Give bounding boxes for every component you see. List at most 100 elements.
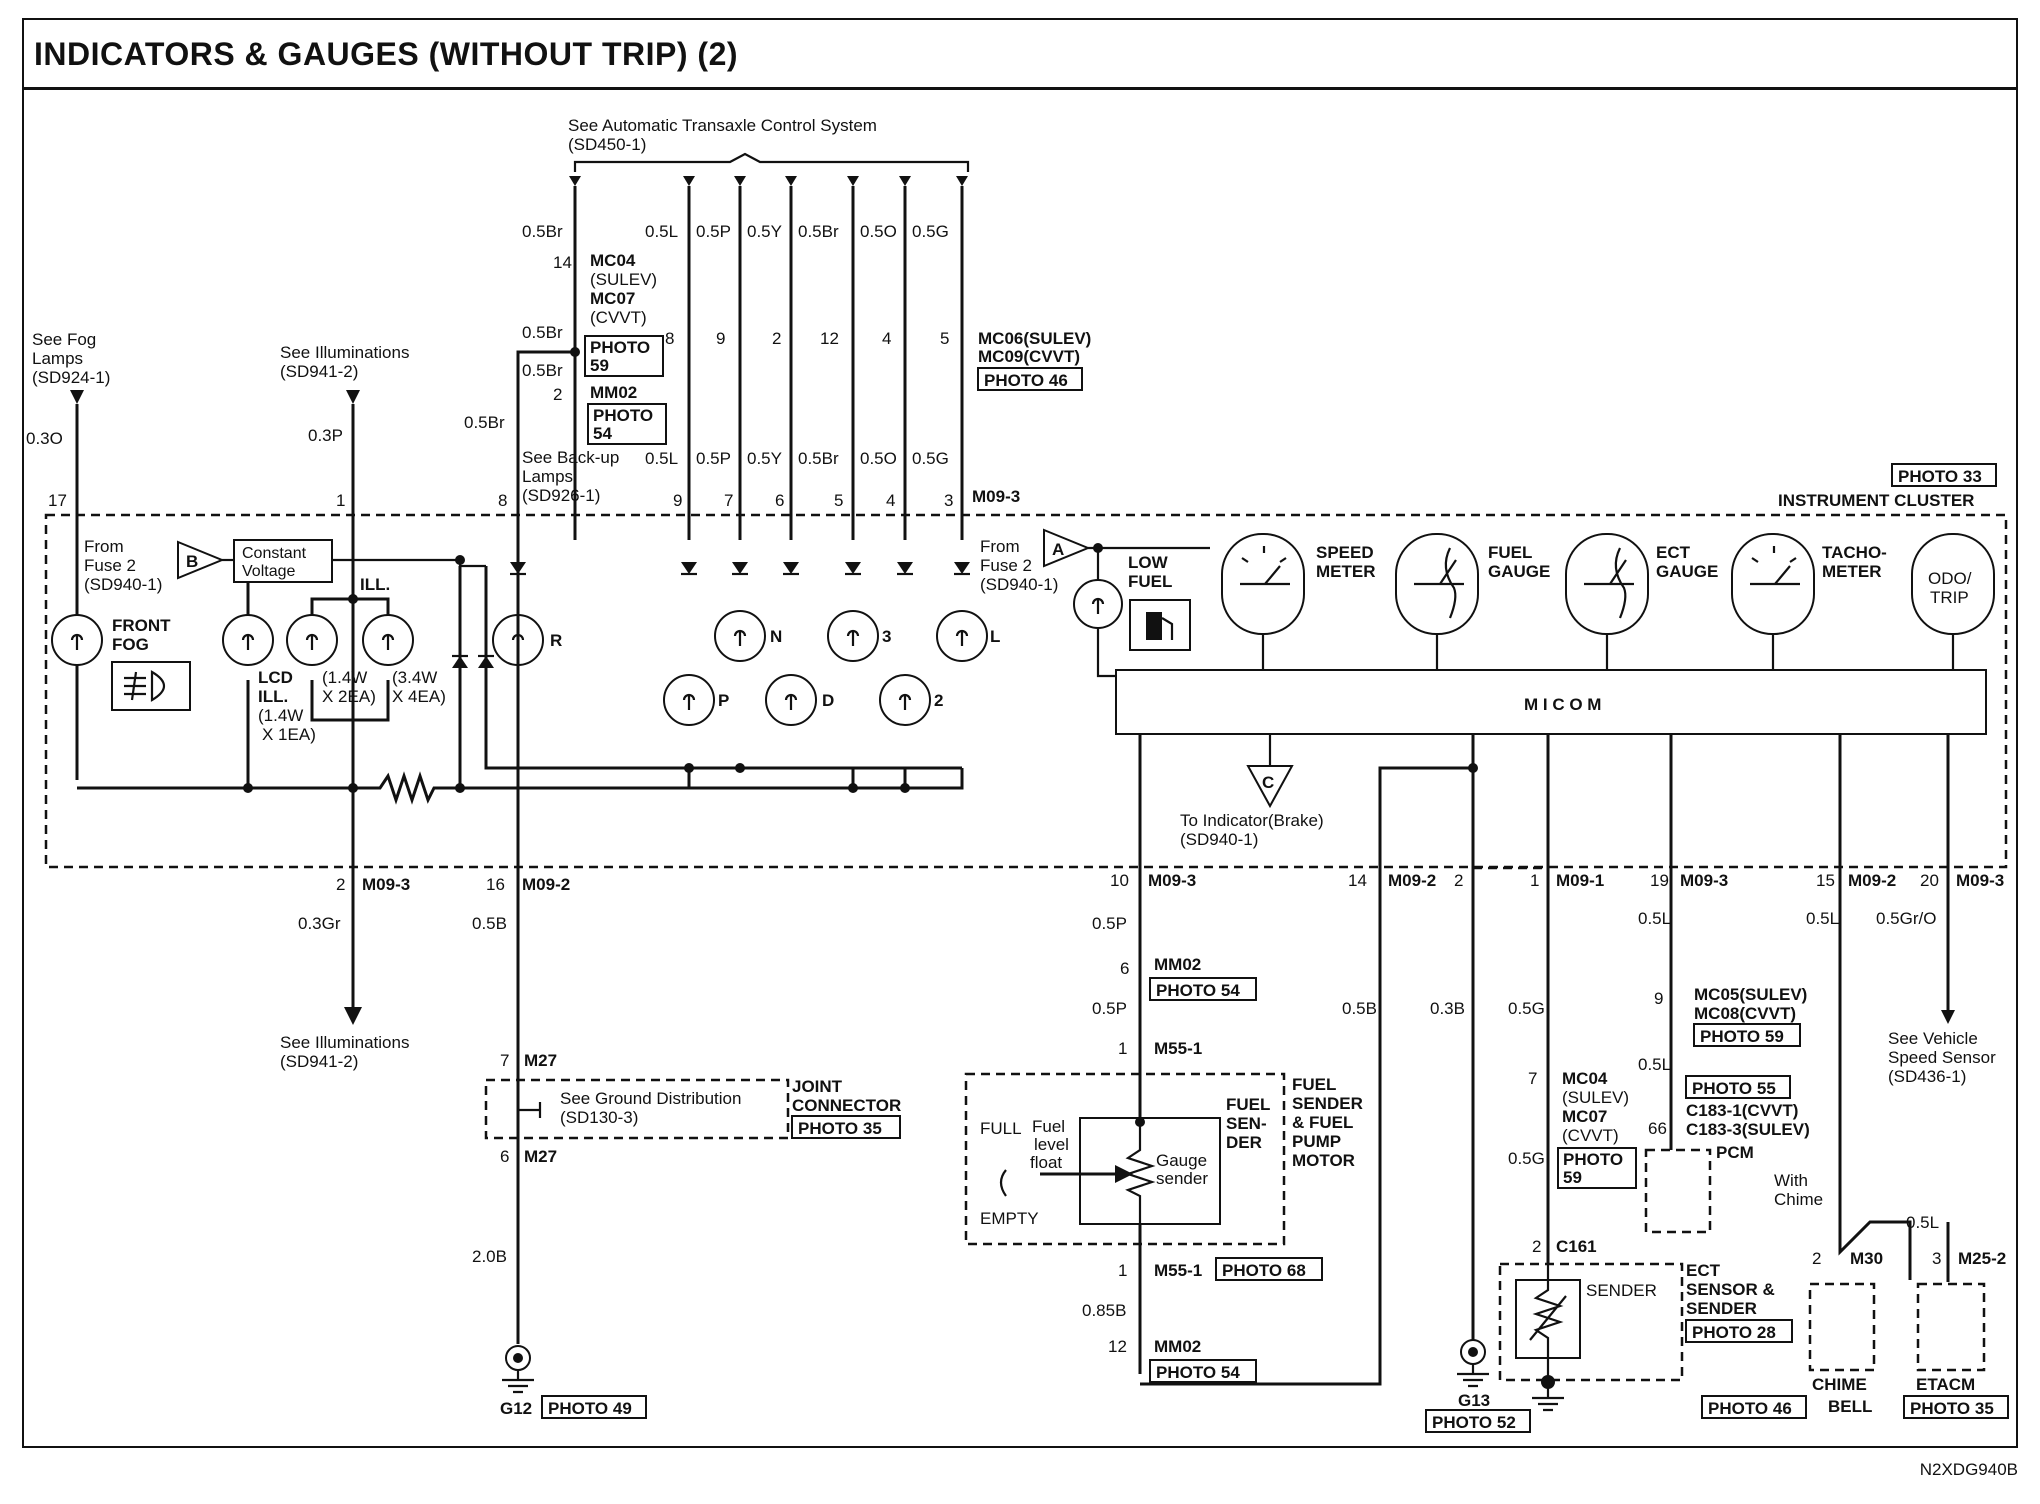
w34-l2: X 4EA) <box>392 687 446 706</box>
fuse-b-l1: From <box>84 537 124 556</box>
drawing-code: N2XDG940B <box>1919 1460 2018 1479</box>
illum-ref-l2: (SD941-2) <box>280 362 358 381</box>
pin-2b: 2 <box>772 329 781 348</box>
mm02a: MM02 <box>1154 955 1201 974</box>
ill-wiring <box>310 597 390 788</box>
atm-bracket <box>573 152 970 172</box>
ect-l2: SENSOR & <box>1686 1280 1775 1299</box>
photo28-box <box>1685 1319 1793 1343</box>
photo54a-box <box>1149 977 1257 1001</box>
resistor <box>77 771 518 805</box>
c161: C161 <box>1556 1237 1597 1256</box>
lamp-n-label: N <box>770 627 782 646</box>
cpin-8: 8 <box>498 491 507 510</box>
lamp-r-label: R <box>550 631 562 650</box>
photo35: PHOTO 35 <box>798 1119 882 1138</box>
wire-br3: 0.5Br <box>522 361 563 380</box>
photo59b: PHOTO 59 <box>1700 1027 1784 1046</box>
photo46b-box <box>1701 1395 1807 1419</box>
selector-wires <box>687 186 964 540</box>
lcd-ill-l3: (1.4W <box>258 706 303 725</box>
b-sulev: (SULEV) <box>1562 1088 1629 1107</box>
bpin-2c: 2 <box>1454 871 1463 890</box>
mc08: MC08(CVVT) <box>1694 1004 1796 1023</box>
lcd-ill-l1: LCD <box>258 668 293 687</box>
mm02b: MM02 <box>1154 1337 1201 1356</box>
fuse-a-l1: From <box>980 537 1020 556</box>
fuel-sender-box <box>964 1072 1286 1246</box>
pcm-box <box>1644 1148 1712 1234</box>
diode-1 <box>452 656 468 668</box>
title-bar: INDICATORS & GAUGES (WITHOUT TRIP) (2) <box>22 18 2018 90</box>
float-l1: Fuel <box>1032 1117 1065 1136</box>
mid-color-4: 0.5O <box>860 449 897 468</box>
pin-9-mc05: 9 <box>1654 989 1663 1008</box>
illum-ref-arrow <box>346 390 360 404</box>
front-fog-l2: FOG <box>112 635 149 654</box>
full-label: FULL <box>980 1119 1022 1138</box>
cpin-7: 7 <box>724 491 733 510</box>
ect-gauge-l1: ECT <box>1656 543 1691 562</box>
vss-l1: See Vehicle <box>1888 1029 1978 1048</box>
joint-l2: CONNECTOR <box>792 1096 901 1115</box>
const-voltage-out <box>332 558 462 566</box>
photo59c-box <box>1557 1147 1637 1189</box>
top-color-4: 0.5O <box>860 222 897 241</box>
photo33: PHOTO 33 <box>1898 467 1982 486</box>
photo46-top-box <box>977 367 1083 391</box>
photo35-box <box>791 1115 901 1139</box>
wire-br-branch <box>516 350 575 540</box>
fuel-gauge-l1: FUEL <box>1488 543 1532 562</box>
photo54b: PHOTO 54 <box>1156 1363 1240 1382</box>
photo59c-l1: PHOTO <box>1563 1150 1623 1169</box>
cluster-label: INSTRUMENT CLUSTER <box>1778 491 1974 510</box>
gauge-connectors <box>1261 634 1955 670</box>
pin-1-m551b: 1 <box>1118 1261 1127 1280</box>
bpin-20: 20 <box>1920 871 1939 890</box>
pin-66: 66 <box>1648 1119 1667 1138</box>
fuel-pump-l1: FUEL <box>1292 1075 1336 1094</box>
fuse-a-letter: A <box>1052 540 1064 559</box>
wire-gr: 0.3Gr <box>298 914 341 933</box>
tacho-l2: METER <box>1822 562 1882 581</box>
wire-l1: 0.5L <box>1638 909 1671 928</box>
fuse-b-triangle <box>177 540 225 580</box>
mid-color-5: 0.5G <box>912 449 949 468</box>
lamp-d-label: D <box>822 691 834 710</box>
wire-fog: 0.3O <box>26 429 63 448</box>
brake-ref-l2: (SD940-1) <box>1180 830 1258 849</box>
low-fuel-l1: LOW <box>1128 553 1169 572</box>
photo59c-l2: 59 <box>1563 1168 1582 1187</box>
odo-l1: ODO/ <box>1928 569 1972 588</box>
front-fog-l1: FRONT <box>112 616 171 635</box>
photo49-box <box>541 1395 647 1419</box>
fuse-a-l3: (SD940-1) <box>980 575 1058 594</box>
fuse-b-l3: (SD940-1) <box>84 575 162 594</box>
m551: M55-1 <box>1154 1039 1202 1058</box>
photo28: PHOTO 28 <box>1692 1323 1776 1342</box>
photo54-l2: 54 <box>593 424 612 443</box>
lamp-2-label: 2 <box>934 691 943 710</box>
wire-p2: 0.5P <box>1092 999 1127 1018</box>
wire-br1: 0.5Br <box>522 222 563 241</box>
photo68: PHOTO 68 <box>1222 1261 1306 1280</box>
b-m093-3: M09-3 <box>1680 871 1728 890</box>
illum-ref-l1: See Illuminations <box>280 343 409 362</box>
bpin-16: 16 <box>486 875 505 894</box>
with-chime-l2: Chime <box>1774 1190 1823 1209</box>
float-l2: level <box>1034 1135 1069 1154</box>
bpin-1: 1 <box>1530 871 1539 890</box>
bpin-19: 19 <box>1650 871 1669 890</box>
lcd-ill-l2: ILL. <box>258 687 288 706</box>
fuel-sender-l1: FUEL <box>1226 1095 1270 1114</box>
sender-label: SENDER <box>1586 1281 1657 1300</box>
const-voltage-l1: Constant <box>242 545 307 562</box>
empty-label: EMPTY <box>980 1209 1039 1228</box>
g13: G13 <box>1458 1391 1490 1410</box>
fog-lamp-icon <box>124 670 166 702</box>
conn-m093-top: M09-3 <box>972 487 1020 506</box>
cpin-3: 3 <box>944 491 953 510</box>
b-m091: M09-1 <box>1556 871 1604 890</box>
fuel-pump-l2: SENDER <box>1292 1094 1363 1113</box>
m30: M30 <box>1850 1249 1883 1268</box>
